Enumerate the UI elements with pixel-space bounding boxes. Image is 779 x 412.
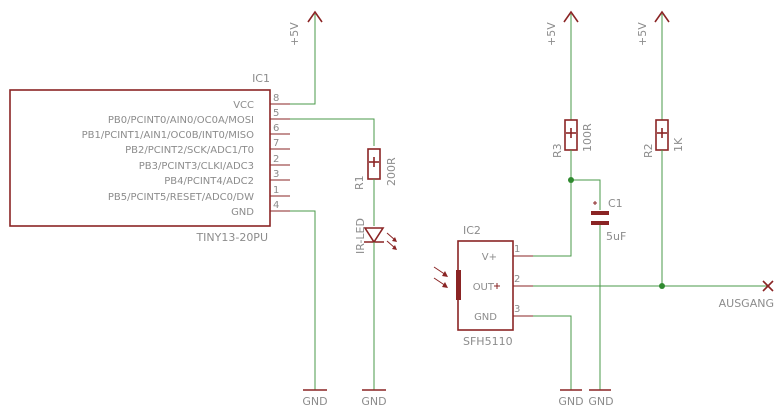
ground-ic2: GND [558, 389, 584, 408]
supply-r2: +5V [636, 10, 670, 46]
ic1-pin-num-2: 2 [273, 154, 279, 165]
ic1: IC1 TINY13-20PU VCC PB0/PCINT0/AIN0/OC0A… [9, 72, 290, 244]
wire-pb0-r1 [290, 118, 375, 146]
wire-r3-ic2-vplus [533, 150, 572, 257]
c1: C1 5uF [591, 197, 626, 243]
output-label: AUSGANG [719, 297, 774, 310]
ic1-pin-num-4: 4 [273, 200, 279, 211]
ic1-pin-num-1: 1 [273, 185, 279, 196]
wire-ic2-gnd [533, 315, 572, 390]
r2: R2 1K [642, 119, 685, 158]
junction-r3-c1 [568, 177, 574, 183]
ic1-name: IC1 [252, 72, 270, 85]
ic1-pin-label-pb2: PB2/PCINT2/SCK/ADC1/T0 [125, 145, 254, 156]
ground-label-led: GND [361, 395, 386, 408]
wire-r3-c1 [571, 179, 601, 210]
wire-vcc [290, 14, 316, 105]
ic2-pin-num-2: 2 [514, 274, 520, 285]
r1-name: R1 [353, 175, 366, 190]
ic1-body [9, 89, 271, 227]
ic1-pin-label-pb5: PB5/PCINT5/RESET/ADC0/DW [108, 192, 254, 203]
ic1-pin-num-5: 5 [273, 108, 279, 119]
ic1-pin-label-gnd: GND [231, 207, 254, 218]
ic1-pin-num-8: 8 [273, 93, 279, 104]
ic1-value: TINY13-20PU [195, 231, 268, 244]
ic2-sensor-window [456, 270, 461, 300]
output-terminal: AUSGANG [719, 280, 774, 310]
ic1-pin-num-7: 7 [273, 138, 279, 149]
supply-arrow-icon [654, 10, 670, 23]
ic2-wires [533, 285, 768, 390]
ic2-pin-num-3: 3 [514, 304, 520, 315]
r3-value: 100R [581, 123, 594, 152]
ground-label-ic1: GND [302, 395, 327, 408]
ic2-pin-label-vplus: V+ [482, 252, 497, 263]
ground-led: GND [361, 389, 387, 408]
ic2-pin-num-1: 1 [514, 244, 520, 255]
c1-value: 5uF [606, 230, 626, 243]
ic1-pin-label-pb4: PB4/PCINT4/ADC2 [164, 176, 254, 187]
ic1-pin-num-6: 6 [273, 123, 279, 134]
supply-label-r2: +5V [636, 22, 649, 46]
ic2-supply-wires [533, 150, 601, 257]
junction-r2-out [659, 283, 665, 289]
r2-name: R2 [642, 143, 655, 158]
r3: R3 100R [551, 119, 594, 158]
ir-led: IR-LED [354, 218, 397, 254]
r1: R1 200R [353, 148, 398, 190]
ic1-wires [290, 14, 375, 390]
ic2-pin-label-gnd: GND [474, 312, 497, 323]
ground-label-ic2: GND [558, 395, 583, 408]
c1-name: C1 [608, 197, 623, 210]
r1-value: 200R [385, 157, 398, 186]
supply-label-r3: +5V [545, 22, 558, 46]
ground-label-c1: GND [588, 395, 613, 408]
led-triangle-icon [363, 227, 385, 244]
wire-ic1-gnd [290, 210, 316, 390]
supply-ic1: +5V [288, 10, 323, 46]
ground-c1: GND [588, 389, 614, 408]
ic2: IC2 SFH5110 V+ OUT GND 1 2 3 [433, 224, 533, 348]
supply-arrow-icon [563, 10, 579, 23]
ic1-pin-label-pb0: PB0/PCINT0/AIN0/OC0A/MOSI [108, 115, 254, 126]
c1-plate-bottom [591, 221, 609, 225]
ic1-pin-label-pb3: PB3/PCINT3/CLKI/ADC3 [139, 161, 254, 172]
ground-ic1: GND [302, 389, 328, 408]
supply-arrow-icon [307, 10, 323, 23]
ic1-pin-stubs [270, 103, 290, 212]
ic2-name: IC2 [463, 224, 481, 237]
led-name: IR-LED [354, 218, 367, 254]
supply-label-ic1: +5V [288, 22, 301, 46]
r2-value: 1K [672, 137, 685, 152]
ic2-value: SFH5110 [463, 335, 513, 348]
ic1-pin-num-3: 3 [273, 169, 279, 180]
supply-r3: +5V [545, 10, 579, 46]
ic1-pin-label-vcc: VCC [233, 100, 254, 111]
ic1-pin-label-pb1: PB1/PCINT1/AIN1/OC0B/INT0/MISO [82, 130, 255, 141]
r3-name: R3 [551, 143, 564, 158]
ic2-pin-label-out: OUT [473, 282, 495, 293]
c1-plate-top [591, 211, 609, 215]
